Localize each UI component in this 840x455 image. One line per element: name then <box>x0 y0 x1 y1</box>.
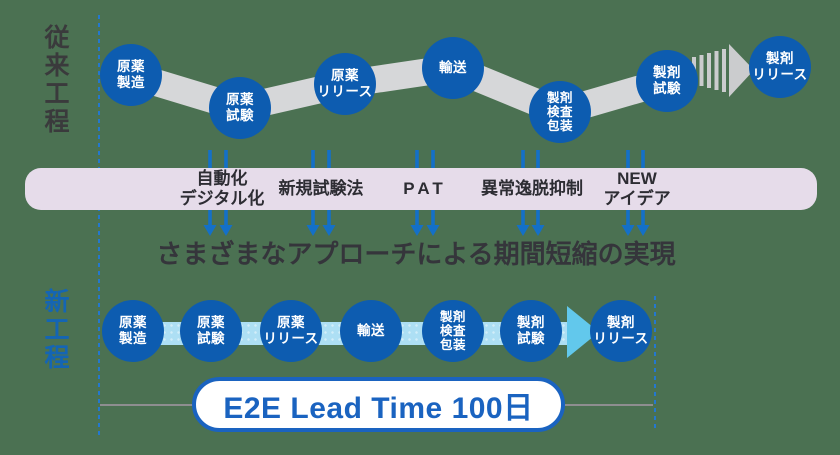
new-step-circle: 原薬 製造 <box>102 300 164 362</box>
new-process-title: 新工程 <box>41 288 69 372</box>
legacy-step-circle: 製剤 リリース <box>749 36 811 98</box>
step-label: 輸送 <box>439 60 467 76</box>
legacy-step-circle: 製剤 検査 包装 <box>529 81 591 143</box>
legacy-step-circle: 原薬 リリース <box>314 53 376 115</box>
step-label: 原薬 リリース <box>317 68 373 99</box>
new-step-circle: 製剤 試験 <box>500 300 562 362</box>
new-step-circle: 原薬 リリース <box>260 300 322 362</box>
new-step-circle: 原薬 試験 <box>180 300 242 362</box>
start-boundary-dashed-line <box>98 15 100 435</box>
new-step-circle: 製剤 検査 包装 <box>422 300 484 362</box>
legacy-step-circle: 製剤 試験 <box>636 50 698 112</box>
improvement-label: NEW アイデア <box>603 169 671 208</box>
step-label: 製剤 検査 包装 <box>546 91 573 133</box>
step-label: 原薬 リリース <box>263 315 319 346</box>
step-label: 原薬 試験 <box>197 315 225 346</box>
step-label: 原薬 製造 <box>117 59 145 90</box>
legacy-step-circle: 輸送 <box>422 37 484 99</box>
step-label: 製剤 リリース <box>593 315 649 346</box>
step-label: 輸送 <box>357 323 385 339</box>
legacy-process-title: 従来工程 <box>41 24 69 136</box>
step-label: 製剤 試験 <box>517 315 545 346</box>
improvement-label: 新規試験法 <box>278 179 364 199</box>
lead-time-badge: E2E Lead Time 100日 <box>192 377 565 432</box>
legacy-hatched-arrow <box>692 44 754 97</box>
step-label: 製剤 検査 包装 <box>439 310 466 352</box>
new-step-circle: 輸送 <box>340 300 402 362</box>
headline: さまざまなアプローチによる期間短縮の実現 <box>156 239 676 269</box>
end-boundary-dashed-line <box>654 296 656 430</box>
legacy-step-circle: 原薬 試験 <box>209 77 271 139</box>
legacy-step-circle: 原薬 製造 <box>100 44 162 106</box>
step-label: 製剤 試験 <box>653 65 681 96</box>
new-step-circle: 製剤 リリース <box>590 300 652 362</box>
step-label: 原薬 試験 <box>226 92 254 123</box>
step-label: 製剤 リリース <box>752 51 808 82</box>
step-label: 原薬 製造 <box>119 315 147 346</box>
